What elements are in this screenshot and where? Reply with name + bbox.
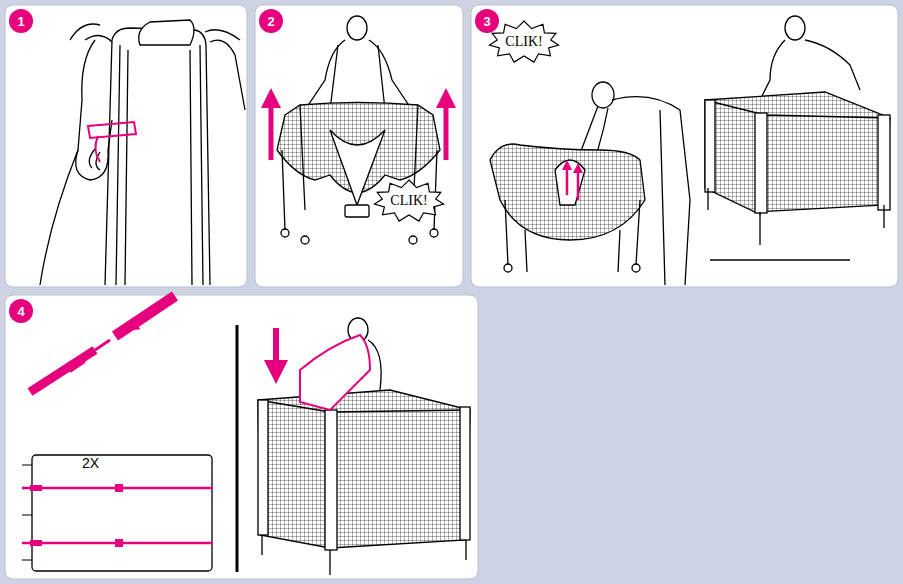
mattress bbox=[22, 455, 212, 571]
callout-number: 4 bbox=[9, 299, 33, 323]
quantity-label: 2X bbox=[82, 455, 99, 471]
folded-playpen bbox=[40, 20, 245, 285]
step-number: 2 bbox=[267, 14, 274, 29]
playpen-with-mattress bbox=[258, 318, 470, 575]
panel bbox=[5, 5, 898, 579]
tube-connector bbox=[30, 296, 175, 392]
step-number: 4 bbox=[17, 304, 24, 319]
assembled-playpen bbox=[705, 16, 890, 260]
click-starburst: CLIK! bbox=[488, 20, 560, 64]
callout-number: 2 bbox=[259, 9, 283, 33]
click-starburst: CLIK! bbox=[373, 179, 445, 223]
click-text: CLIK! bbox=[390, 193, 427, 209]
person-pushing bbox=[490, 82, 690, 285]
divider bbox=[236, 325, 239, 572]
step-number: 3 bbox=[483, 14, 490, 29]
callout-number: 1 bbox=[9, 9, 33, 33]
click-text: CLIK! bbox=[505, 34, 542, 50]
step-number: 1 bbox=[17, 14, 24, 29]
callout-number: 3 bbox=[475, 9, 499, 33]
